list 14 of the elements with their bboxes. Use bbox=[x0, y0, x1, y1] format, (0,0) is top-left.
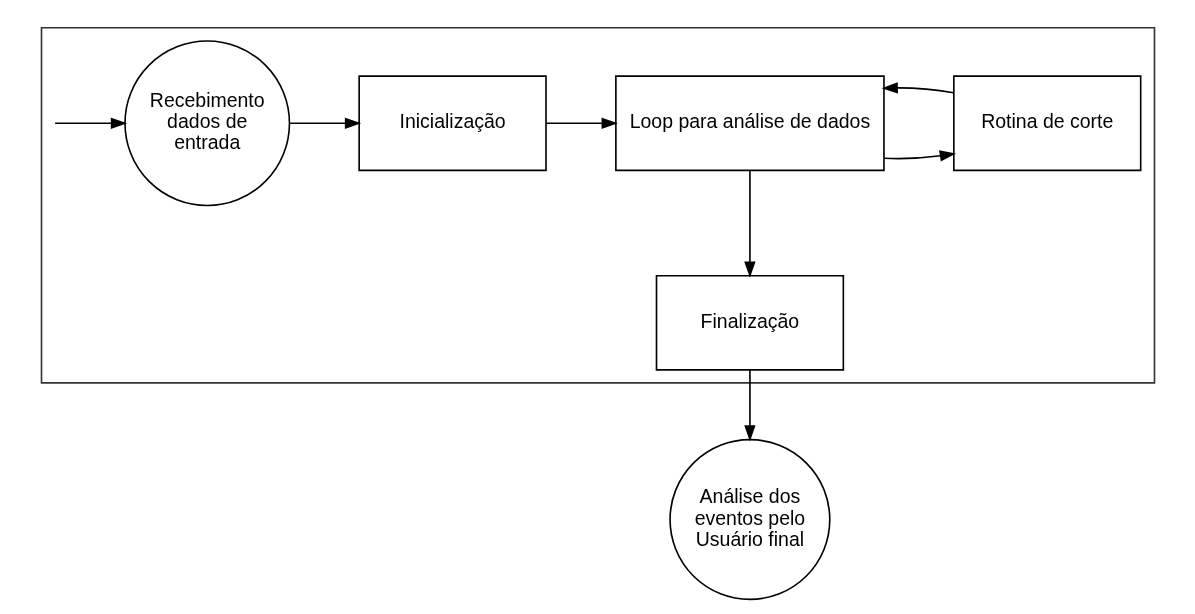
node-circle: Recebimento dados de entrada bbox=[123, 40, 290, 207]
arrow bbox=[288, 117, 361, 129]
cluster bbox=[40, 26, 1155, 384]
node-box: Rotina de corte bbox=[952, 75, 1141, 172]
node-box: Loop para análise de dados bbox=[614, 75, 885, 172]
arrow bbox=[881, 82, 954, 94]
arrow bbox=[544, 117, 618, 129]
arrow bbox=[743, 369, 756, 442]
node-circle: Análise dos eventos pelo Usuário final bbox=[668, 438, 831, 601]
arrow bbox=[882, 150, 956, 162]
node-box: Inicialização bbox=[357, 75, 547, 172]
arrow bbox=[743, 169, 756, 278]
node-box: Finalização bbox=[655, 274, 844, 371]
arrow bbox=[53, 117, 127, 129]
